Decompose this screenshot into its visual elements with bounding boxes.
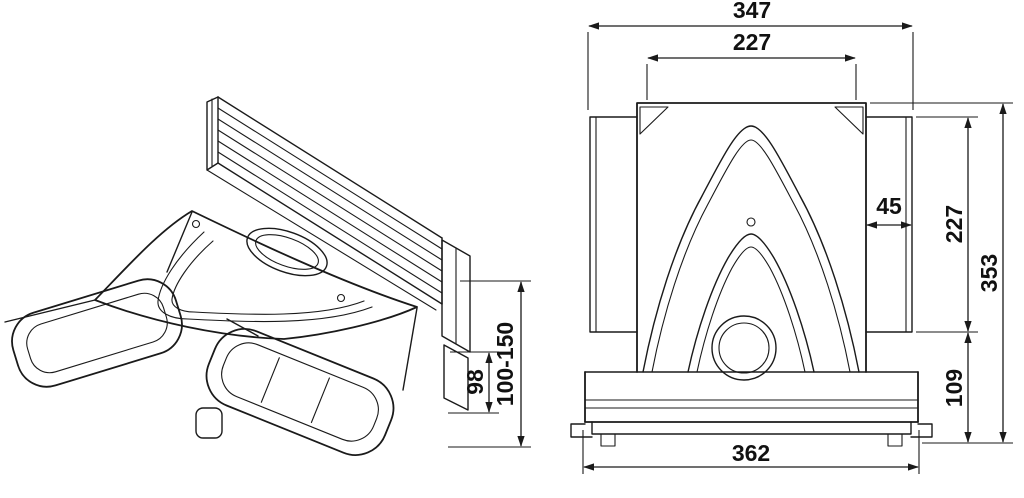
left-duct xyxy=(4,211,193,388)
bell-dot xyxy=(746,217,756,227)
left-hook xyxy=(600,433,616,447)
dim-label-adjust-range: 100-150 xyxy=(492,322,518,406)
top-plate xyxy=(94,210,418,340)
left-clip xyxy=(570,423,593,438)
rivet-dot xyxy=(336,293,346,303)
corner-gusset-right xyxy=(834,106,864,135)
dim-label-flange-height: 227 xyxy=(941,205,967,243)
dim-label-base-height: 109 xyxy=(941,369,967,407)
iso-view: 98 100-150 xyxy=(4,96,531,456)
dim-label-inner-width: 227 xyxy=(733,29,771,55)
groove-inner xyxy=(171,240,365,315)
right-clip xyxy=(910,423,933,438)
front-dimensions: 347 227 45 227 109 353 362 xyxy=(582,0,1013,474)
groove-outer xyxy=(157,231,373,323)
dim-label-flange-depth: 45 xyxy=(876,193,902,219)
dim-label-base-width: 362 xyxy=(732,440,770,466)
body-outline xyxy=(636,102,867,373)
drain-circle xyxy=(711,315,777,381)
right-hook xyxy=(887,433,903,447)
bottom-duct xyxy=(195,307,418,456)
oval-boss-inner xyxy=(255,234,319,270)
dim-label-top-width: 347 xyxy=(733,0,771,23)
left-flange xyxy=(589,116,638,333)
louver-stack xyxy=(206,96,443,311)
oval-boss-outer xyxy=(246,227,328,277)
iso-dimensions: 98 100-150 xyxy=(448,280,531,448)
bell-channel xyxy=(642,125,860,373)
base xyxy=(570,371,933,447)
dim-label-duct-height: 98 xyxy=(462,369,488,395)
dim-label-overall-height: 353 xyxy=(976,254,1002,292)
front-view: 347 227 45 227 109 353 362 xyxy=(570,0,1013,474)
corner-gusset-left xyxy=(639,106,669,135)
corner-bracket xyxy=(195,407,223,439)
rivet-dot xyxy=(191,219,201,229)
